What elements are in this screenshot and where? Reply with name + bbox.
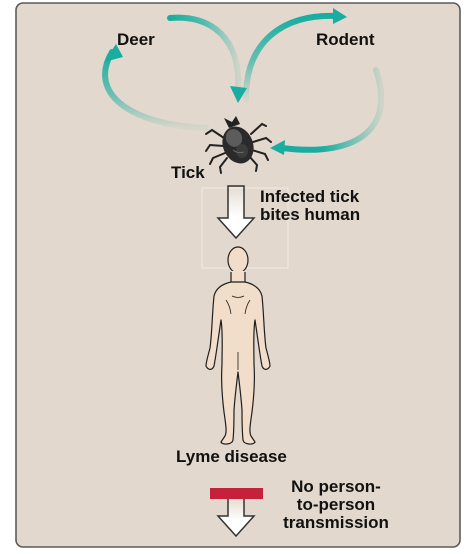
label-infected-line2: bites human <box>260 206 360 224</box>
label-deer: Deer <box>117 31 155 49</box>
label-lyme-disease: Lyme disease <box>176 448 287 466</box>
label-noperson-line1: No person- <box>266 478 406 496</box>
label-noperson-line2: to-person <box>266 496 406 514</box>
label-no-person-to-person: No person- to-person transmission <box>266 478 406 532</box>
label-noperson-line3: transmission <box>266 514 406 532</box>
label-infected-line1: Infected tick <box>260 188 360 206</box>
label-tick: Tick <box>171 164 205 182</box>
label-rodent: Rodent <box>316 31 375 49</box>
label-infected-tick-bites-human: Infected tick bites human <box>260 188 360 224</box>
block-bar <box>210 488 263 499</box>
